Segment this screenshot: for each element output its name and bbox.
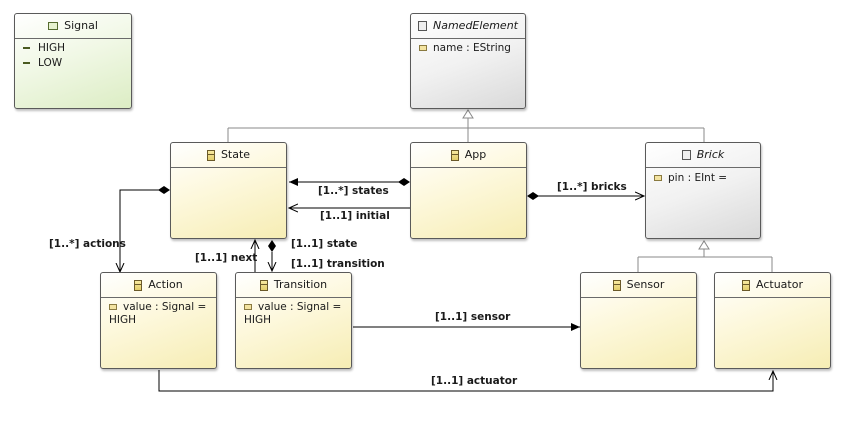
attribute-icon: [654, 175, 662, 181]
enum-literal-label: LOW: [38, 57, 63, 69]
class-actuator-name: Actuator: [756, 278, 803, 291]
class-icon: [612, 279, 621, 291]
ref-state-label[interactable]: [1..1] state: [291, 238, 358, 250]
attribute-pin[interactable]: pin : EInt =: [654, 172, 754, 185]
ref-actions-line: [120, 186, 170, 272]
class-state-header: State: [171, 143, 286, 168]
ref-bricks-label[interactable]: [1..*] bricks: [557, 181, 627, 193]
class-app-name: App: [464, 148, 487, 161]
ref-actions-label[interactable]: [1..*] actions: [49, 238, 126, 250]
class-icon: [450, 149, 459, 161]
attribute-icon: [109, 304, 117, 310]
class-signal[interactable]: Signal HIGH LOW: [14, 13, 132, 109]
attribute-label: value : Signal =: [123, 301, 207, 313]
ref-actuator-label[interactable]: [1..1] actuator: [431, 375, 518, 387]
enum-icon: [48, 22, 59, 30]
attribute-name[interactable]: name : EString: [419, 42, 519, 55]
enum-literal-icon: [23, 47, 30, 49]
class-namedelement-header: NamedElement: [411, 14, 525, 39]
inheritance-to-brick: [637, 240, 773, 272]
ref-states-line: [289, 178, 410, 186]
abstract-class-icon: [418, 21, 427, 31]
class-actuator[interactable]: Actuator: [714, 272, 831, 369]
ref-states-label[interactable]: [1..*] states: [318, 185, 389, 197]
class-action-header: Action: [101, 273, 216, 298]
class-signal-name: Signal: [64, 19, 98, 32]
class-sensor-header: Sensor: [581, 273, 696, 298]
class-transition-name: Transition: [273, 278, 328, 291]
attribute-default: HIGH: [109, 314, 137, 326]
ref-transition-label[interactable]: [1..1] transition: [291, 258, 385, 270]
ref-sensor-label[interactable]: [1..1] sensor: [435, 311, 511, 323]
ref-actuator-line: [158, 370, 773, 392]
class-transition[interactable]: Transition value : Signal = HIGH: [235, 272, 352, 369]
attribute-label: pin : EInt =: [668, 172, 728, 184]
class-state[interactable]: State: [170, 142, 287, 239]
attribute-value[interactable]: value : Signal = HIGH: [244, 301, 345, 327]
class-sensor-name: Sensor: [626, 278, 665, 291]
class-app[interactable]: App: [410, 142, 527, 239]
class-icon: [742, 279, 750, 291]
attribute-label: name : EString: [433, 42, 511, 54]
class-icon: [259, 279, 268, 291]
ref-initial-label[interactable]: [1..1] initial: [320, 210, 390, 222]
class-signal-header: Signal: [15, 14, 131, 39]
attribute-label: value : Signal =: [258, 301, 342, 313]
class-app-header: App: [411, 143, 526, 168]
abstract-class-icon: [681, 150, 691, 160]
inheritance-to-namedelement: [227, 109, 705, 142]
attribute-value[interactable]: value : Signal = HIGH: [109, 301, 210, 327]
class-brick-header: Brick: [646, 143, 760, 168]
ref-next-label[interactable]: [1..1] next: [195, 252, 258, 264]
ref-bricks-line: [527, 192, 644, 200]
enum-literal-label: HIGH: [38, 42, 66, 54]
class-icon: [206, 149, 215, 161]
attribute-default: HIGH: [244, 314, 272, 326]
class-icon: [134, 279, 143, 291]
class-transition-header: Transition: [236, 273, 351, 298]
class-sensor[interactable]: Sensor: [580, 272, 697, 369]
class-brick-name: Brick: [696, 148, 725, 161]
enum-literal-high[interactable]: HIGH: [23, 42, 65, 55]
class-action-name: Action: [148, 278, 183, 291]
class-state-name: State: [220, 148, 251, 161]
class-action[interactable]: Action value : Signal = HIGH: [100, 272, 217, 369]
class-namedelement-name: NamedElement: [433, 19, 518, 32]
class-namedelement[interactable]: NamedElement name : EString: [410, 13, 526, 109]
class-actuator-header: Actuator: [715, 273, 830, 298]
attribute-icon: [419, 45, 427, 51]
enum-literal-low[interactable]: LOW: [23, 57, 62, 70]
attribute-icon: [244, 304, 252, 310]
class-brick[interactable]: Brick pin : EInt =: [645, 142, 761, 239]
ref-state-transition-line: [268, 240, 276, 271]
enum-literal-icon: [23, 62, 30, 64]
